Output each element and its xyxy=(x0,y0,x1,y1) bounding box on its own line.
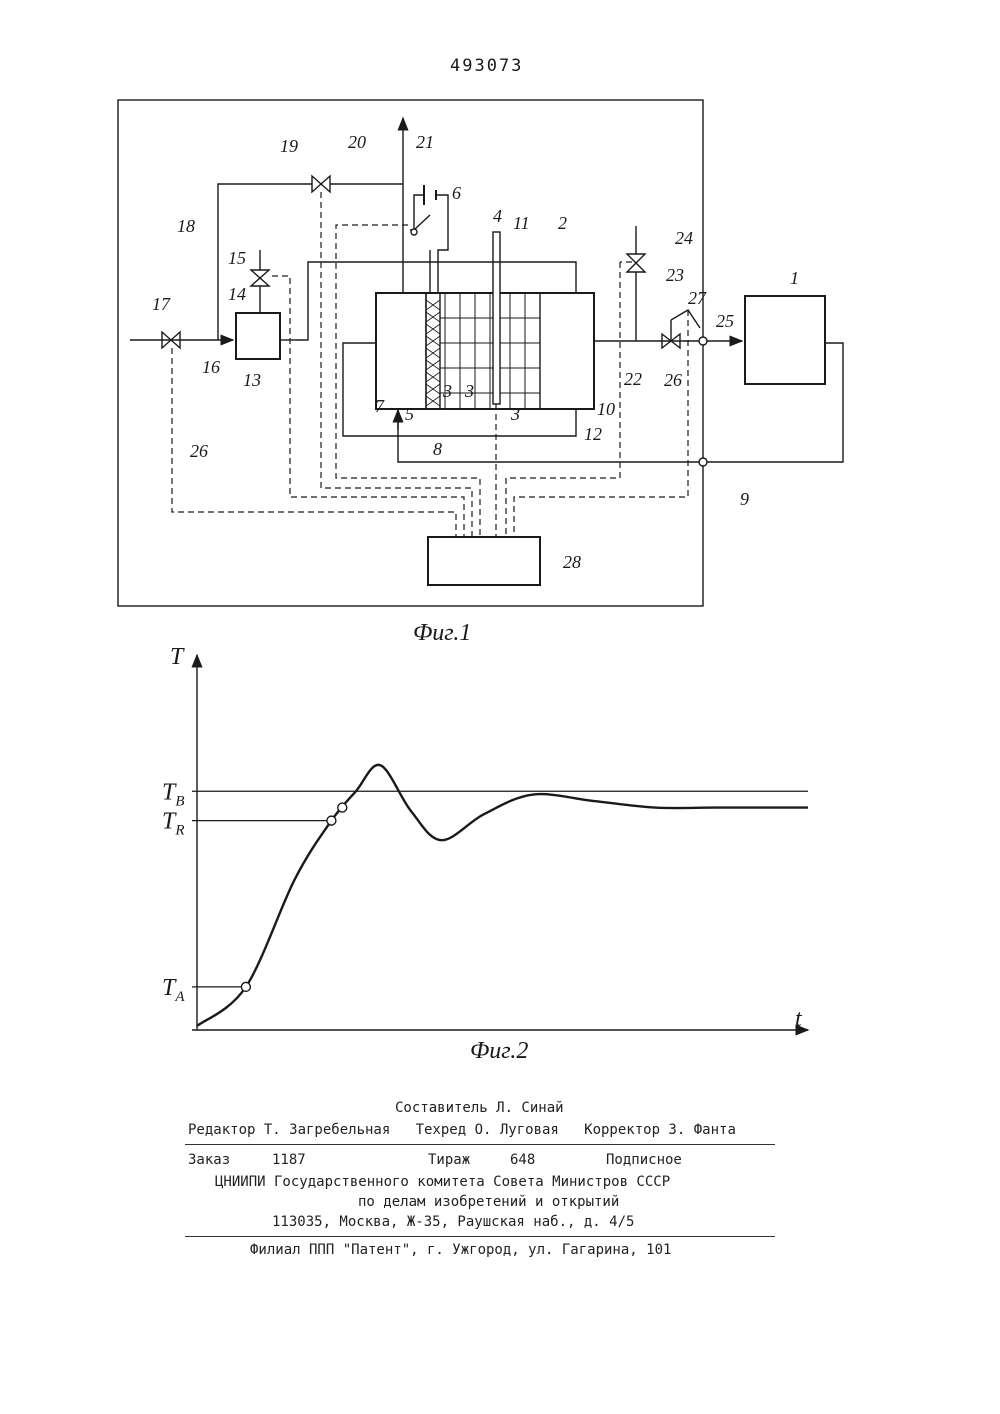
level-marker-t-a xyxy=(241,982,250,991)
label-18: 18 xyxy=(177,216,195,236)
label-13: 13 xyxy=(243,370,261,390)
label-23: 23 xyxy=(666,265,684,285)
label-22: 22 xyxy=(624,369,642,389)
label-11: 11 xyxy=(513,213,530,233)
label-8: 8 xyxy=(433,439,442,459)
label-27: 27 xyxy=(688,288,707,308)
label-17: 17 xyxy=(152,294,171,314)
level-label-t-b: TB xyxy=(162,779,185,809)
imprint-org: ЦНИИПИ Государственного комитета Совета … xyxy=(215,1174,670,1190)
label-3b: 3 xyxy=(464,381,474,401)
label-4: 4 xyxy=(493,206,502,226)
label-25: 25 xyxy=(716,311,734,331)
level-label-t-r: TR xyxy=(162,809,185,839)
block-13 xyxy=(236,313,280,359)
label-26a: 26 xyxy=(190,441,208,461)
imprint-editors: Редактор Т. Загребельная Техред О. Лугов… xyxy=(188,1122,736,1138)
label-9: 9 xyxy=(740,489,749,509)
level-label-t-a: TA xyxy=(162,975,185,1005)
label-1: 1 xyxy=(790,268,799,288)
imprint-circulation-label: Тираж xyxy=(428,1152,470,1168)
imprint-branch: Филиал ППП "Патент", г. Ужгород, ул. Гаг… xyxy=(250,1242,671,1258)
imprint-order-value: 1187 xyxy=(272,1152,306,1168)
figure-2-chart: T t TBTR TA Фиг.2 xyxy=(162,644,808,1064)
rule-bottom xyxy=(185,1236,775,1237)
label-7: 7 xyxy=(375,396,385,416)
imprint-subscription: Подписное xyxy=(606,1152,682,1168)
label-16: 16 xyxy=(202,357,220,377)
thermocouple-4 xyxy=(493,232,500,404)
imprint-order-label: Заказ xyxy=(188,1152,230,1168)
x-axis-label: t xyxy=(795,1006,803,1032)
y-axis-label: T xyxy=(170,644,185,670)
controller-28 xyxy=(428,537,540,585)
label-5: 5 xyxy=(405,404,414,424)
reactor-body xyxy=(376,293,594,409)
control-lines xyxy=(172,192,688,537)
temperature-curve xyxy=(197,765,808,1026)
figure-2-caption: Фиг.2 xyxy=(470,1038,528,1064)
label-6: 6 xyxy=(452,183,461,203)
catalyst-grids xyxy=(440,293,540,409)
label-20: 20 xyxy=(348,132,366,152)
imprint-address: 113035, Москва, Ж-35, Раушская наб., д. … xyxy=(272,1214,634,1230)
mesh-element-5 xyxy=(426,293,440,409)
label-24: 24 xyxy=(675,228,693,248)
block-1 xyxy=(745,296,825,384)
label-14: 14 xyxy=(228,284,246,304)
label-12: 12 xyxy=(584,424,602,444)
imprint-org2: по делам изобретений и открытий xyxy=(358,1194,619,1210)
label-21: 21 xyxy=(416,132,434,152)
figure-1-caption: Фиг.1 xyxy=(413,620,471,646)
label-15: 15 xyxy=(228,248,246,268)
label-26b: 26 xyxy=(664,370,682,390)
imprint-compiler: Составитель Л. Синай xyxy=(395,1100,564,1116)
label-10: 10 xyxy=(597,399,615,419)
label-19: 19 xyxy=(280,136,298,156)
label-3a: 3 xyxy=(442,381,452,401)
level-marker-t-r xyxy=(327,816,336,825)
rule-top xyxy=(185,1144,775,1145)
level-marker-t-b xyxy=(338,803,347,812)
label-28: 28 xyxy=(563,552,581,572)
outer-frame xyxy=(118,100,703,606)
imprint-circulation-value: 648 xyxy=(510,1152,535,1168)
label-2: 2 xyxy=(558,213,567,233)
label-3c: 3 xyxy=(510,404,520,424)
